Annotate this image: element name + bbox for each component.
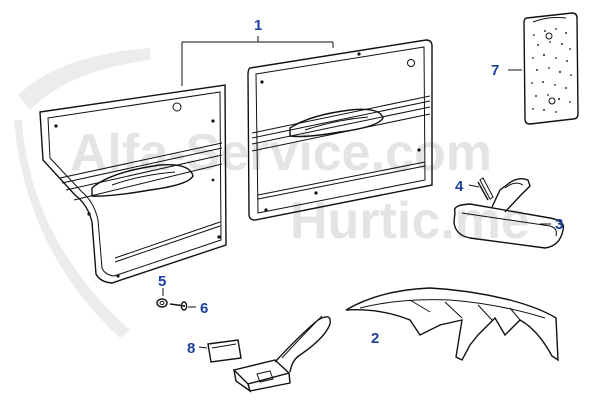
callout-5: 5	[158, 273, 166, 290]
callout-7: 7	[491, 62, 499, 79]
rear-view-mirror	[453, 177, 565, 249]
callout-3: 3	[555, 216, 563, 233]
callout-4: 4	[455, 178, 464, 195]
lamp-housing-with-cable	[232, 315, 331, 393]
door-panel-left	[39, 84, 227, 284]
callout-2: 2	[371, 330, 379, 347]
door-panel-right	[247, 39, 433, 221]
callout-labels: 1 2 3 4 5 6 7 8	[158, 17, 563, 357]
trim-cover	[345, 287, 559, 362]
watermark-shield-logo	[14, 48, 150, 338]
callout-6: 6	[200, 300, 208, 317]
callout-8: 8	[187, 340, 195, 357]
callout-1: 1	[254, 17, 262, 34]
leader-1	[181, 36, 334, 86]
connector-plug	[198, 339, 242, 363]
sun-visor-pad	[508, 12, 579, 125]
watermark-line-1: Alfa-Service.com	[70, 124, 492, 182]
washer-and-screw	[156, 288, 196, 311]
